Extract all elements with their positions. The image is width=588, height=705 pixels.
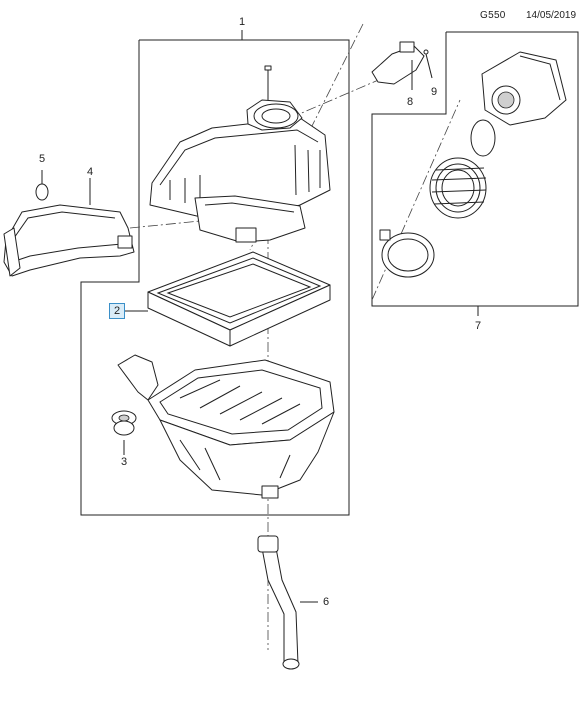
callout-5[interactable]: 5 (38, 153, 46, 165)
diagram-code: G550 (480, 10, 506, 21)
callout-6[interactable]: 6 (322, 596, 330, 608)
callout-3[interactable]: 3 (120, 456, 128, 468)
top-screw (264, 65, 272, 105)
drain-hose-6 (257, 535, 300, 670)
callout-7[interactable]: 7 (474, 320, 482, 332)
callout-9[interactable]: 9 (430, 86, 438, 98)
hose-assembly-7 (379, 51, 567, 278)
sensor-screw-9 (423, 49, 433, 79)
filter-element-2 (147, 251, 331, 347)
intake-duct-4 (3, 204, 135, 277)
callout-2[interactable]: 2 (109, 303, 125, 319)
airflow-sensor-8 (371, 41, 425, 90)
callout-4[interactable]: 4 (86, 166, 94, 178)
plug-5 (35, 183, 49, 201)
air-cleaner-housing (117, 354, 335, 499)
group-frame-7 (371, 31, 579, 307)
callout-1[interactable]: 1 (238, 16, 246, 28)
grommet-3 (111, 410, 137, 436)
air-cleaner-cover (149, 99, 331, 243)
group-frame-1 (80, 39, 350, 516)
diagram-date: 14/05/2019 (526, 10, 577, 21)
callout-8[interactable]: 8 (406, 96, 414, 108)
